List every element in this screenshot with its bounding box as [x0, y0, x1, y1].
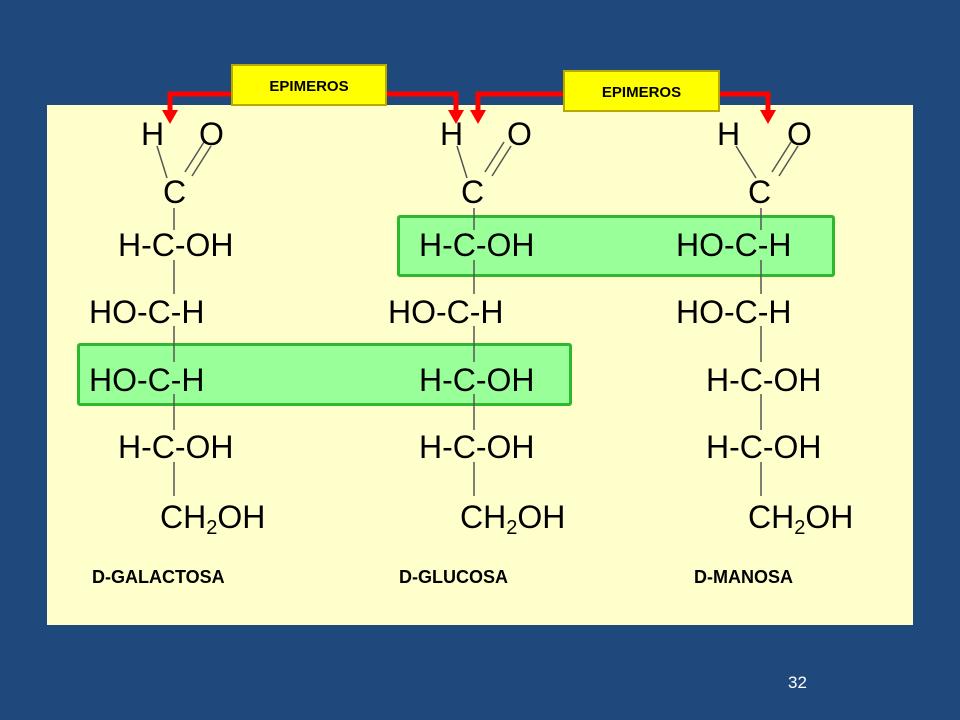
carbon-row-2: H-C-OH	[118, 227, 234, 263]
aldehyde-c: C	[163, 174, 187, 210]
carbon-row-3: HO-C-H	[89, 294, 205, 330]
aldehyde-o: O	[787, 116, 812, 152]
aldehyde-h: H	[440, 116, 464, 152]
epimer-label-2: EPIMEROS	[563, 70, 720, 112]
highlight-carbon-2-glucose-manose	[397, 215, 835, 277]
epimer-arrow-2	[475, 91, 565, 112]
aldehyde-c: C	[748, 174, 772, 210]
aldehyde-o: O	[507, 116, 532, 152]
molecule-name: D-GALACTOSA	[92, 567, 225, 587]
carbon-row-3: HO-C-H	[388, 294, 504, 330]
epimer-label-1: EPIMEROS	[231, 64, 387, 106]
carbon-row-5: H-C-OH	[419, 429, 535, 465]
carbon-row-5: H-C-OH	[118, 429, 234, 465]
molecule-name: D-GLUCOSA	[399, 567, 508, 587]
molecule-name: D-MANOSA	[694, 567, 793, 587]
epimer-arrow-1	[167, 91, 232, 112]
aldehyde-h: H	[717, 116, 741, 152]
highlight-carbon-4-galactose-glucose	[77, 343, 572, 406]
carbon-row-2: HO-C-H	[676, 227, 792, 263]
terminal-ch2oh: CH2OH	[748, 499, 854, 539]
slide-number: 32	[788, 673, 807, 692]
aldehyde-o: O	[199, 116, 224, 152]
terminal-ch2oh: CH2OH	[460, 499, 566, 539]
aldehyde-c: C	[461, 174, 485, 210]
carbon-row-4: HO-C-H	[89, 362, 205, 398]
carbon-row-2: H-C-OH	[419, 227, 535, 263]
carbon-row-4: H-C-OH	[419, 362, 535, 398]
terminal-ch2oh: CH2OH	[160, 499, 266, 539]
aldehyde-h: H	[141, 116, 165, 152]
carbon-row-5: H-C-OH	[706, 429, 822, 465]
carbon-row-3: HO-C-H	[676, 294, 792, 330]
carbon-row-4: H-C-OH	[706, 362, 822, 398]
